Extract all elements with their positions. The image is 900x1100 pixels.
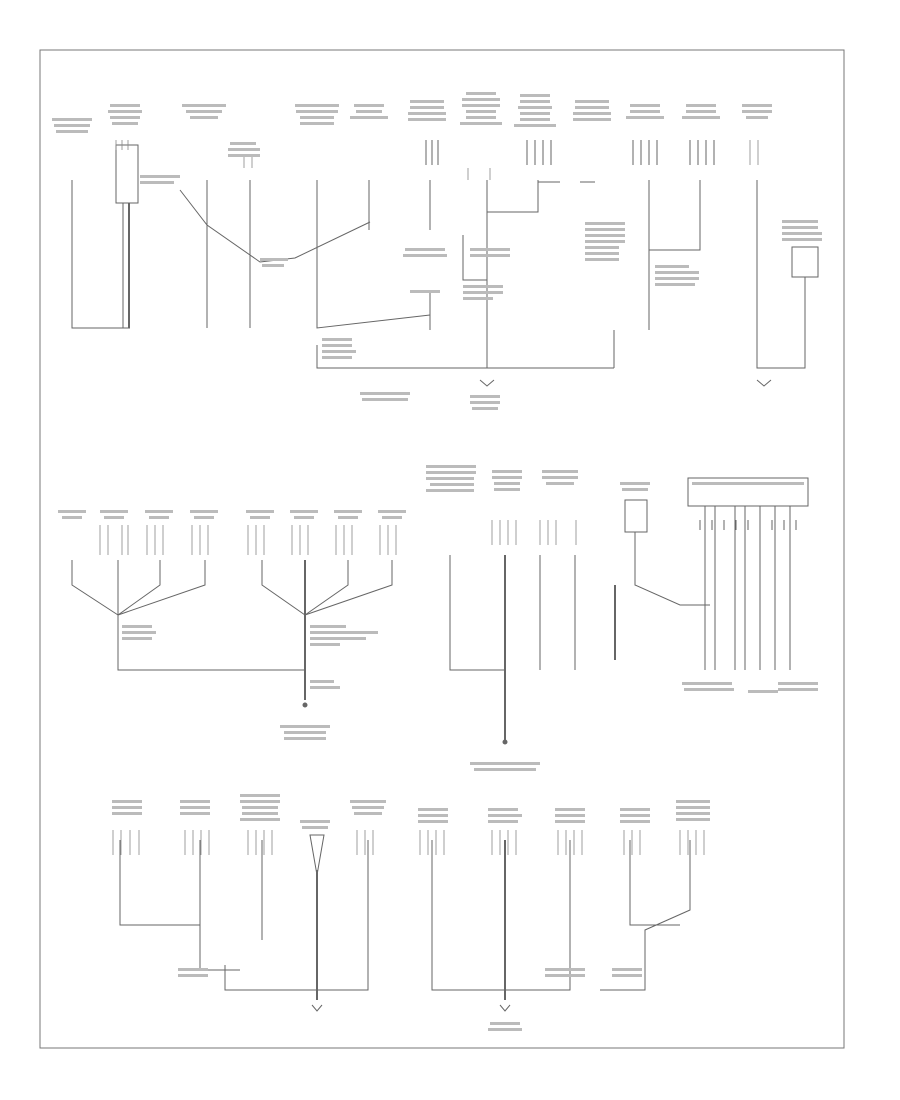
wire [486,180,539,213]
sheet-border [39,49,845,1049]
wire [600,840,691,991]
wire [704,506,791,670]
wire [462,235,487,281]
component-box [115,144,139,204]
wire [756,180,765,369]
wire [689,140,715,165]
ground-point [302,702,308,708]
wire [629,840,680,926]
wire [317,840,369,991]
ground-symbol [756,379,772,387]
top-section [71,140,819,387]
wire [261,560,306,616]
wire [316,345,614,369]
ground-point [502,739,508,745]
component-box [624,499,648,533]
wire [199,840,240,971]
wire [699,520,797,530]
wire [526,140,552,165]
wire [117,560,206,616]
connector-shape [309,834,325,876]
wire [179,189,371,263]
wire [431,840,505,991]
wire [765,277,806,369]
wire [224,965,317,991]
illegible-label-marks [52,92,822,1031]
wire [449,555,505,671]
wire [71,560,119,616]
connector-pins [99,140,759,855]
wire [632,140,658,165]
wire [505,840,571,991]
wire [119,840,200,926]
component-box [791,246,819,278]
ground-symbol [311,1004,323,1012]
ground-symbol [499,1004,511,1012]
wire [71,180,130,329]
bottom-section [119,834,691,1012]
wire [634,532,710,606]
wire [425,140,439,165]
wire [117,615,305,671]
ground-symbol [479,379,495,387]
middle-section [71,477,809,745]
wire [117,560,161,616]
wire [649,180,701,251]
wire [316,180,431,329]
wire [304,560,349,616]
control-module-box [687,477,809,507]
wire [304,560,393,616]
